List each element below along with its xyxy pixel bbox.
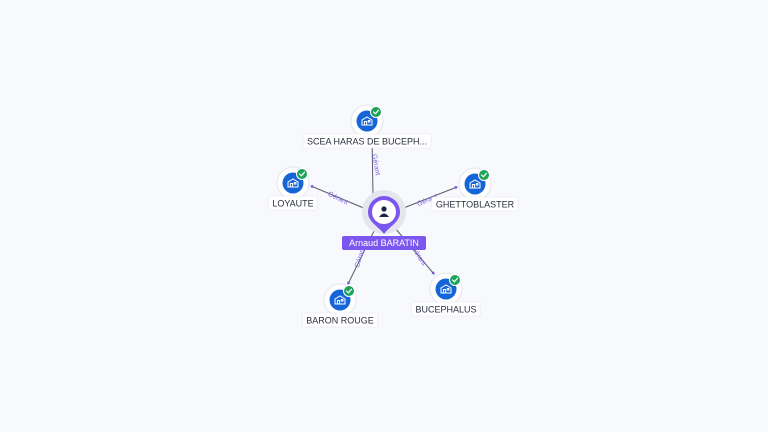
company-label: BUCEPHALUS [411, 301, 481, 317]
nodes-layer: SCEA HARAS DE BUCEPH... LOYAUTE GHETTOBLAS… [268, 104, 519, 328]
edge-label: Gérant [327, 191, 349, 207]
building-icon [287, 178, 299, 188]
edge-line [394, 227, 435, 275]
building-icon [469, 179, 481, 189]
building-icon [440, 284, 452, 294]
verified-check-icon [449, 274, 461, 286]
center-label-box [342, 236, 426, 250]
edge-arrow-icon [431, 271, 435, 275]
verified-check-icon [343, 285, 355, 297]
company-label: LOYAUTE [268, 195, 318, 211]
label-box [301, 312, 379, 328]
edge-arrow-icon [310, 185, 314, 189]
company-label: GHETTOBLASTER [431, 196, 519, 212]
label-box [302, 133, 432, 149]
building-icon [361, 116, 373, 126]
edge-line [310, 185, 367, 210]
center-label: Arnaud BARATIN [342, 236, 426, 250]
center-label-text: Arnaud BARATIN [349, 238, 419, 248]
verified-check-icon [370, 106, 382, 118]
company-node-scea[interactable]: SCEA HARAS DE BUCEPH... [302, 104, 432, 149]
building-icon [334, 295, 346, 305]
company-label: SCEA HARAS DE BUCEPH... [302, 133, 432, 149]
edge-arrow-icon [347, 281, 351, 285]
company-label-text: GHETTOBLASTER [436, 200, 515, 210]
label-box [431, 196, 519, 212]
edge-label: Gérant [370, 154, 381, 176]
company-label-text: SCEA HARAS DE BUCEPH... [307, 137, 427, 147]
edge-bucephalus: Gérant [394, 227, 435, 275]
edge-line [400, 186, 458, 210]
company-node-bucephalus[interactable]: BUCEPHALUS [411, 272, 481, 317]
company-label: BARON ROUGE [301, 312, 379, 328]
verified-check-icon [478, 169, 490, 181]
center-node[interactable]: Arnaud BARATIN [342, 190, 426, 250]
edge-loyaute: Gérant [310, 185, 367, 210]
company-label-text: BARON ROUGE [306, 316, 374, 326]
company-node-ghettoblaster[interactable]: GHETTOBLASTER [431, 167, 519, 212]
company-node-baron-rouge[interactable]: BARON ROUGE [301, 283, 379, 328]
company-label-text: LOYAUTE [272, 199, 313, 209]
person-icon [379, 206, 389, 217]
center-inner [372, 200, 396, 224]
company-node-loyaute[interactable]: LOYAUTE [268, 166, 318, 211]
label-box [268, 195, 318, 211]
edge-arrow-icon [454, 186, 458, 190]
verified-check-icon [296, 168, 308, 180]
company-label-text: BUCEPHALUS [415, 305, 476, 315]
label-box [411, 301, 481, 317]
